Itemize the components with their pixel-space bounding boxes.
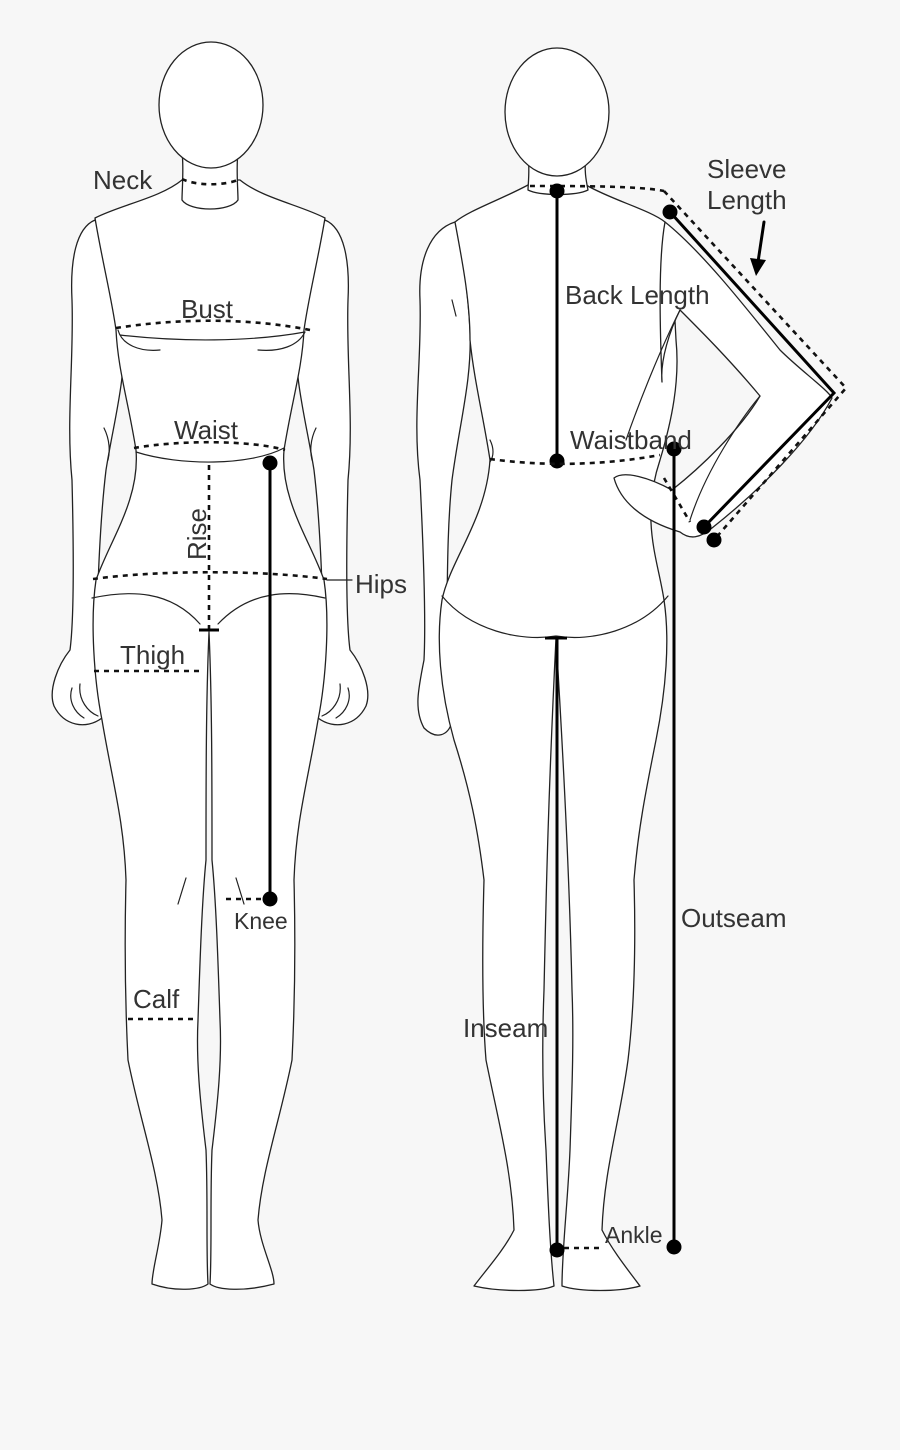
outseam-label: Outseam xyxy=(681,903,787,933)
neck-dash xyxy=(181,177,241,186)
front-head xyxy=(158,41,264,169)
sleeve-arrow-line xyxy=(756,220,766,264)
front-bust-curve xyxy=(117,329,306,351)
bust-label: Bust xyxy=(181,294,234,324)
back-marks xyxy=(451,299,494,463)
wrist-outer-point xyxy=(706,532,722,548)
back-length-label: Back Length xyxy=(565,280,710,310)
outseam-top-point xyxy=(666,441,682,457)
front-hand-fingers xyxy=(70,683,350,719)
back-waist-point xyxy=(549,453,565,469)
shoulder-dash xyxy=(529,184,665,193)
hips-label: Hips xyxy=(355,569,407,599)
knee-label: Knee xyxy=(234,908,288,934)
back-left-arm xyxy=(416,221,471,736)
inseam-label: Inseam xyxy=(463,1013,548,1043)
hand-dash xyxy=(662,477,692,523)
wrist-point xyxy=(696,519,712,535)
bust-dash xyxy=(115,319,311,332)
front-elbow-marks xyxy=(103,427,317,461)
rise-label: Rise xyxy=(182,508,212,560)
sleeve-label-line1: Sleeve xyxy=(707,154,787,184)
front-right-arm xyxy=(295,219,369,726)
sleeve-arrow-head xyxy=(750,258,766,276)
knee-point xyxy=(262,891,278,907)
sleeve-label-line2: Length xyxy=(707,185,787,215)
back-right-arm xyxy=(613,221,833,538)
waistband-label: Waistband xyxy=(570,425,692,455)
ankle-point xyxy=(549,1242,565,1258)
back-figure xyxy=(416,47,833,1292)
nape-point xyxy=(549,183,565,199)
shoulder-point xyxy=(662,204,678,220)
back-head xyxy=(504,47,610,177)
measurement-lines xyxy=(92,177,848,1258)
ankle-label: Ankle xyxy=(605,1222,663,1248)
outseam-bottom-point xyxy=(666,1239,682,1255)
back-buttocks xyxy=(441,595,669,639)
neck-label: Neck xyxy=(93,165,153,195)
front-left-arm xyxy=(51,219,125,726)
front-knee-marks xyxy=(177,877,245,905)
thigh-label: Thigh xyxy=(120,640,185,670)
front-waist-line xyxy=(135,447,285,463)
calf-label: Calf xyxy=(133,984,180,1014)
sleeve-length-line xyxy=(668,210,837,529)
waistband-dash xyxy=(489,453,661,466)
labels: Neck Bust Waist Rise Hips Thigh Knee Cal… xyxy=(93,154,787,1248)
waist-label: Waist xyxy=(174,415,239,445)
back-arm-inner xyxy=(625,309,761,521)
sleeve-outer-dash xyxy=(663,190,848,541)
waist-point xyxy=(262,455,278,471)
front-body xyxy=(92,179,328,1290)
front-figure xyxy=(51,41,369,1290)
